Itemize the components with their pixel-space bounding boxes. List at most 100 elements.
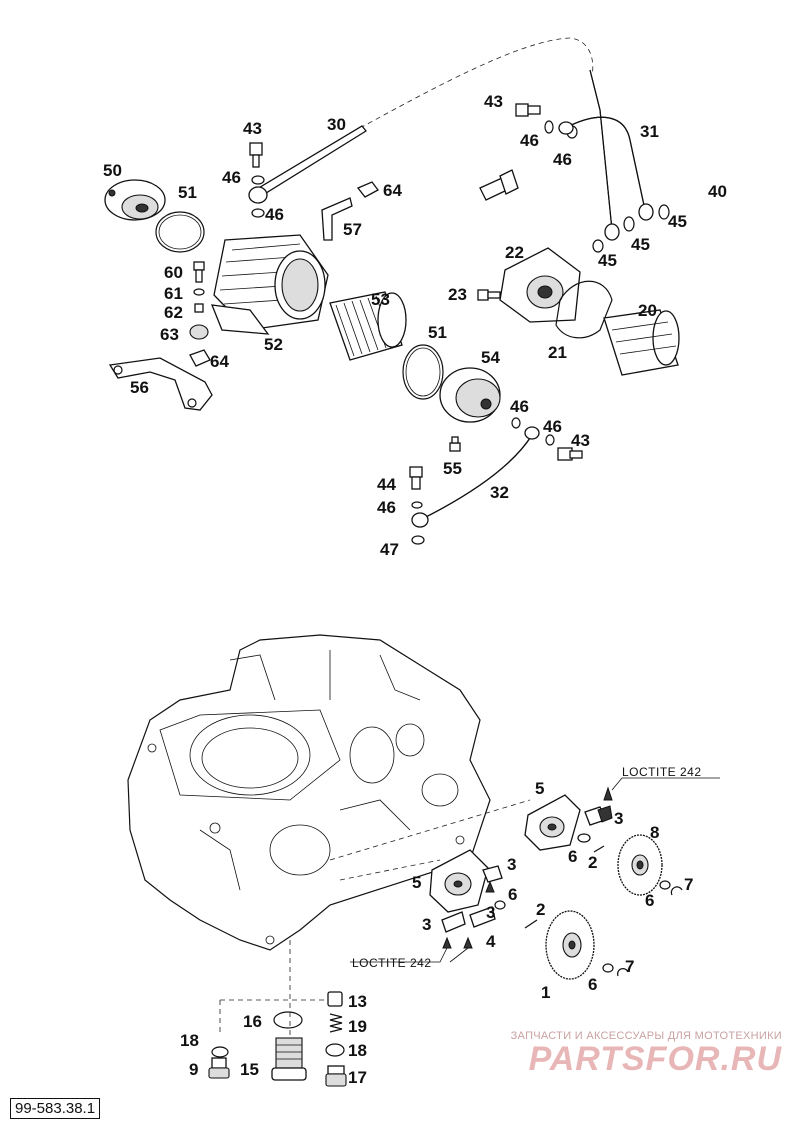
part-46-washer-g — [411, 501, 423, 509]
callout-4: 4 — [486, 932, 496, 951]
callout-31: 31 — [640, 122, 659, 141]
callout-63: 63 — [160, 325, 179, 344]
callout-3: 3 — [486, 903, 495, 922]
callout-50: 50 — [103, 161, 122, 180]
part-13-piston — [327, 991, 343, 1007]
part-50-cover — [104, 179, 166, 221]
part-62-sleeve — [194, 303, 204, 313]
part-15-filter-plug — [271, 1037, 307, 1081]
callout-16: 16 — [243, 1012, 262, 1031]
callout-8: 8 — [650, 823, 659, 842]
part-46-washer-b — [251, 208, 265, 218]
part-46-washer-c — [544, 120, 554, 134]
callout-7: 7 — [625, 957, 634, 976]
part-3-screw-a — [584, 805, 613, 826]
callout-45: 45 — [631, 235, 650, 254]
callout-20: 20 — [638, 301, 657, 320]
part-43-bolt-middle — [557, 447, 583, 461]
callout-55: 55 — [443, 459, 462, 478]
part-46-washer-e — [511, 417, 521, 429]
callout-1: 1 — [541, 983, 550, 1002]
callout-22: 22 — [505, 243, 524, 262]
part-3-screw-b — [482, 865, 503, 883]
part-40-banjo-bolt — [479, 169, 519, 201]
routing-dashline-top — [359, 37, 594, 129]
callout-21: 21 — [548, 343, 567, 362]
part-43-bolt-top-right — [515, 103, 541, 117]
callout-43: 43 — [571, 431, 590, 450]
callout-64: 64 — [210, 352, 229, 371]
part-20-filter-screen — [603, 309, 680, 376]
callout-32: 32 — [490, 483, 509, 502]
part-1-gear — [545, 910, 595, 980]
callout-47: 47 — [380, 540, 399, 559]
callout-5: 5 — [535, 779, 544, 798]
part-4-screw — [469, 906, 496, 928]
part-6-washer-c — [494, 900, 506, 910]
part-2-pin-a — [593, 845, 605, 853]
part-21-gasket — [555, 280, 613, 339]
callout-2: 2 — [588, 853, 597, 872]
part-45-washer-a — [658, 204, 670, 220]
callout-46: 46 — [520, 131, 539, 150]
callout-9: 9 — [189, 1060, 198, 1079]
callout-45: 45 — [598, 251, 617, 270]
callout-3: 3 — [422, 915, 431, 934]
part-44-banjo-bolt — [409, 466, 423, 490]
part-52-filter-housing — [210, 234, 329, 335]
callout-19: 19 — [348, 1017, 367, 1036]
callout-51: 51 — [428, 323, 447, 342]
part-16-oring — [273, 1011, 303, 1029]
callout-46: 46 — [510, 397, 529, 416]
callout-44: 44 — [377, 475, 396, 494]
part-2-pin-b — [524, 919, 538, 929]
callout-46: 46 — [265, 205, 284, 224]
callout-46: 46 — [222, 168, 241, 187]
part-3-screw-c — [441, 911, 466, 933]
part-51-oring-left — [155, 211, 205, 253]
part-64-clip-left — [189, 349, 211, 367]
callout-6: 6 — [588, 975, 597, 994]
callout-5: 5 — [412, 873, 421, 892]
part-53-oil-filter-element — [329, 291, 407, 361]
callout-43: 43 — [243, 119, 262, 138]
callout-56: 56 — [130, 378, 149, 397]
part-6-washer-d — [602, 963, 614, 973]
callout-53: 53 — [371, 290, 390, 309]
part-31-oil-lines — [558, 69, 654, 241]
part-6-washer-a — [577, 833, 591, 843]
callout-17: 17 — [348, 1068, 367, 1087]
part-5-pump-cover-upper — [524, 794, 581, 851]
callout-61: 61 — [164, 284, 183, 303]
part-8-gear — [617, 834, 663, 896]
callout-18: 18 — [348, 1041, 367, 1060]
callout-3: 3 — [507, 855, 516, 874]
diagram-number: 99-583.38.1 — [10, 1098, 101, 1119]
loctite-note-upper: LOCTITE 242 — [622, 765, 702, 779]
part-54-cover-plate — [439, 367, 501, 423]
callout-6: 6 — [568, 847, 577, 866]
part-18-washer-b — [325, 1043, 345, 1057]
part-56-bracket-plate — [108, 357, 213, 411]
loctite-drop-d — [463, 936, 473, 949]
part-45-washer-c — [592, 239, 604, 253]
callout-30: 30 — [327, 115, 346, 134]
callout-2: 2 — [536, 900, 545, 919]
part-18-washer-a — [211, 1046, 229, 1058]
loctite-note-lower: LOCTITE 242 — [352, 956, 432, 970]
callout-13: 13 — [348, 992, 367, 1011]
part-46-washer-f — [545, 434, 555, 446]
callout-18: 18 — [180, 1031, 199, 1050]
part-45-washer-b — [623, 216, 635, 232]
callout-60: 60 — [164, 263, 183, 282]
callout-43: 43 — [484, 92, 503, 111]
callout-46: 46 — [553, 150, 572, 169]
part-5-pump-body-lower — [429, 849, 489, 913]
part-30-oil-pipe — [248, 125, 367, 204]
part-43-bolt-left — [249, 142, 263, 168]
part-51-oring-right — [402, 344, 444, 400]
callout-3: 3 — [614, 809, 623, 828]
watermark-tagline: ЗАПЧАСТИ И АКСЕССУАРЫ ДЛЯ МОТОТЕХНИКИ — [510, 1030, 782, 1042]
callout-57: 57 — [343, 220, 362, 239]
